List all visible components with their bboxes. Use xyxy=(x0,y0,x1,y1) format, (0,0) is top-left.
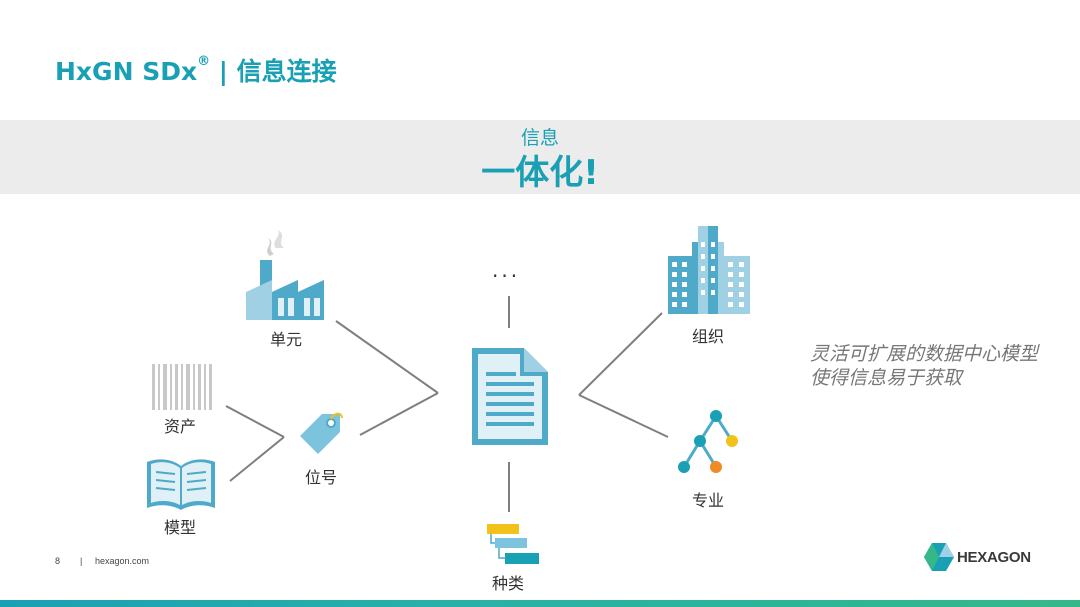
asset-label: 资产 xyxy=(164,417,197,436)
top-ellipsis: ... xyxy=(492,258,521,282)
banner-headline: 一体化! xyxy=(481,153,599,193)
footer-site[interactable]: hexagon.com xyxy=(95,556,150,566)
factory-icon xyxy=(246,230,324,320)
category-bars-icon xyxy=(487,524,539,564)
model-label: 模型 xyxy=(164,518,197,537)
banner xyxy=(0,120,1080,194)
barcode-icon xyxy=(152,364,212,410)
title-suffix: | 信息连接 xyxy=(210,57,337,86)
note-line-1: 灵活可扩展的数据中心模型 xyxy=(810,343,1039,365)
tag-label: 位号 xyxy=(305,468,338,487)
unit-label: 单元 xyxy=(270,330,303,349)
hexagon-logo-icon xyxy=(924,543,954,571)
document-icon xyxy=(472,348,548,445)
title-prefix: HxGN SDx xyxy=(55,57,198,86)
note-line-2: 使得信息易于获取 xyxy=(810,367,963,389)
page-title: HxGN SDx® | 信息连接 xyxy=(55,52,337,88)
discipline-label: 专业 xyxy=(692,491,725,510)
registered-mark: ® xyxy=(197,54,211,69)
buildings-icon xyxy=(668,226,750,314)
hexagon-logo-text: HEXAGON xyxy=(957,549,1031,566)
book-icon xyxy=(147,459,215,510)
discipline-tree-icon xyxy=(678,410,738,473)
description-note: 灵活可扩展的数据中心模型 使得信息易于获取 xyxy=(810,342,1038,390)
page-number: 8 xyxy=(55,556,61,566)
organization-label: 组织 xyxy=(692,327,725,346)
tag-icon xyxy=(300,412,343,454)
category-label: 种类 xyxy=(492,574,525,593)
footer-separator: | xyxy=(80,556,83,566)
banner-subtitle: 信息 xyxy=(520,127,559,149)
bottom-accent-bar xyxy=(0,600,1080,607)
